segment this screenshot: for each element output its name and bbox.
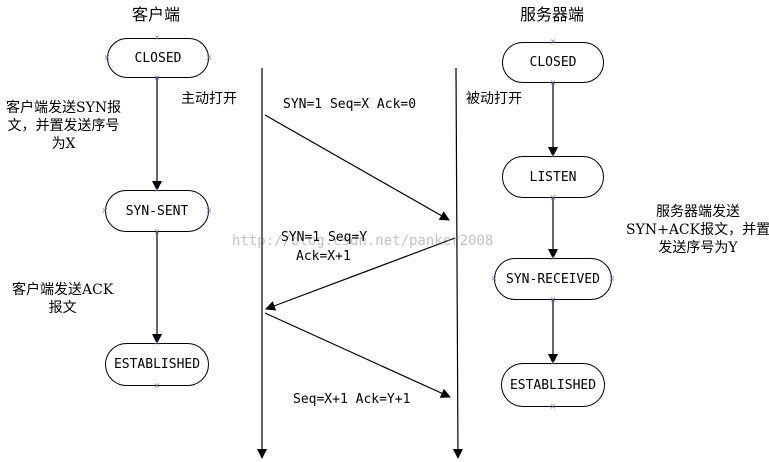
connection-point-marker: × (608, 274, 616, 283)
server-synack-note: 服务器端发送 SYN+ACK报文，并置 发送序号为Y (626, 204, 769, 256)
message-synack-label-line2: Ack=X+1 (296, 249, 351, 264)
client-ack-note: 客户端发送ACK 报文 (12, 282, 114, 316)
message-synack-arrow (265, 237, 456, 311)
message-ack-label: Seq=X+1 Ack=Y+1 (293, 392, 411, 407)
connection-point-marker: × (153, 73, 161, 82)
server-state-closed: CLOSED (502, 42, 604, 83)
connection-point-marker: × (549, 37, 557, 46)
message-ack-arrow (264, 312, 451, 398)
connection-point-marker: × (549, 253, 557, 262)
connection-point-marker: × (103, 53, 111, 62)
server-state-listen: LISTEN (502, 156, 604, 198)
client-syn-note: 客户端发送SYN报 文，并置发送序号 为X (6, 100, 122, 152)
connection-point-marker: × (153, 33, 161, 42)
watermark: http://blog.csdn.net/panker2008 (232, 233, 494, 249)
connection-point-marker: × (549, 402, 557, 411)
server-open-label: 被动打开 (466, 91, 522, 107)
client-open-label: 主动打开 (181, 91, 237, 107)
connection-point-marker: × (549, 193, 557, 202)
message-syn-label: SYN=1 Seq=X Ack=0 (283, 97, 417, 112)
client-state-closed: CLOSED (107, 38, 209, 78)
message-syn-arrow (264, 114, 450, 221)
connection-point-marker: × (153, 185, 161, 194)
connection-point-marker: × (549, 151, 557, 160)
connection-point-marker: × (490, 274, 498, 283)
client-state-syn-sent: SYN-SENT (105, 190, 209, 232)
server-state-syn-received: SYN-RECEIVED (494, 258, 612, 300)
connection-point-marker: × (101, 206, 109, 215)
client-title: 客户端 (132, 5, 181, 24)
message-synack-label-line1: SYN=1 Seq=Y (281, 230, 368, 245)
server-state-established: ESTABLISHED (501, 363, 605, 407)
connection-point-marker: × (549, 78, 557, 87)
connection-point-marker: × (153, 338, 161, 347)
connection-point-marker: × (205, 206, 213, 215)
server-timeline (452, 67, 463, 459)
client-state-established: ESTABLISHED (105, 343, 209, 386)
server-title: 服务器端 (520, 5, 585, 24)
connection-point-marker: × (153, 227, 161, 236)
connection-point-marker: × (549, 358, 557, 367)
connection-point-marker: × (205, 53, 213, 62)
connection-point-marker: × (153, 381, 161, 390)
connection-point-marker: × (549, 295, 557, 304)
